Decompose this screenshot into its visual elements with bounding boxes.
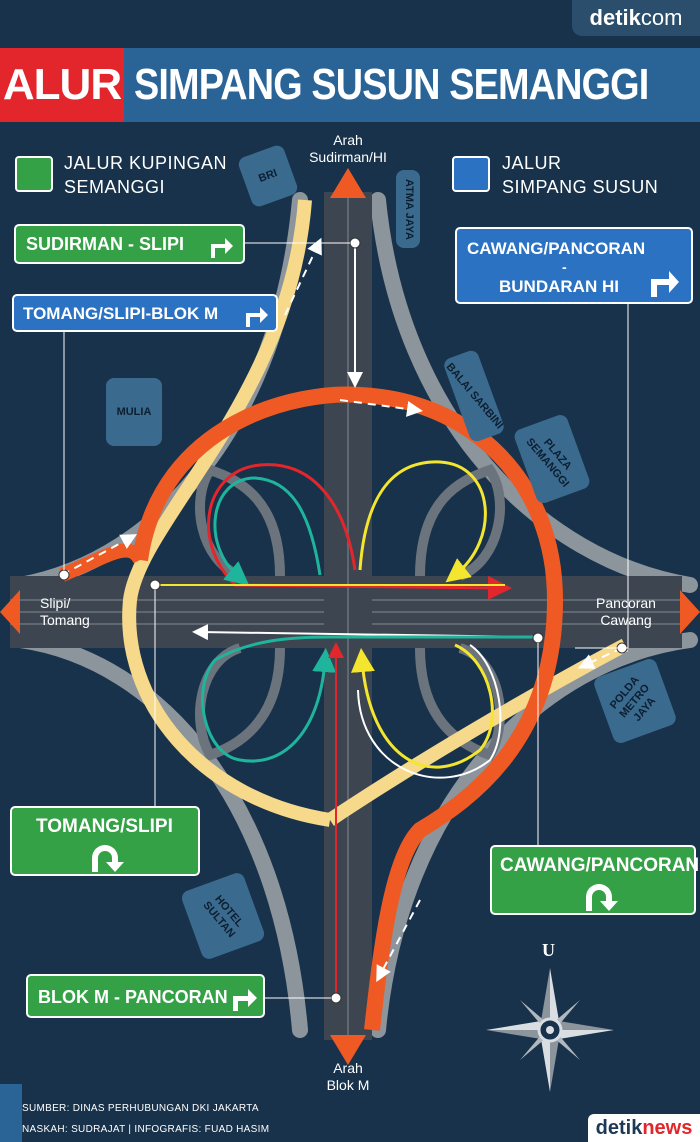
landmark-mulia: MULIA [106, 378, 162, 446]
sign-cawang-pancoran-bundaran: CAWANG/PANCORAN - BUNDARAN HI [455, 227, 693, 304]
detikcom-logo: detikcom [572, 0, 700, 36]
start-point-slipi [149, 579, 161, 591]
flow-arrow-east-entry [577, 647, 623, 669]
route-yellow-se-loop [351, 643, 494, 769]
start-point-cawang [532, 632, 544, 644]
title-highlight: ALUR [0, 48, 124, 122]
turn-right-arrow-icon [211, 238, 233, 258]
ramp-yellow-west [122, 199, 332, 827]
source-credit: SUMBER: DINAS PERHUBUNGAN DKI JAKARTA [22, 1103, 259, 1114]
compass-icon [486, 968, 614, 1092]
footer-accent-bar [0, 1084, 22, 1142]
sign-tomang-slipi-blokm: TOMANG/SLIPI-BLOK M [12, 294, 278, 332]
page-title: SIMPANG SUSUN SEMANGGI [124, 48, 700, 122]
arrow-south [330, 1035, 366, 1065]
u-turn-arrow-icon [92, 845, 124, 872]
direction-west-label: Slipi/Tomang [40, 595, 90, 628]
route-teal-west-loop [213, 476, 322, 586]
sign-tomang-slipi: TOMANG/SLIPI [10, 806, 200, 876]
ramp-orange-west [59, 543, 147, 582]
turn-right-arrow-icon [651, 271, 679, 297]
leader-cawang-bundaran [575, 304, 629, 649]
legend-green-swatch [15, 156, 53, 192]
turn-right-arrow-icon [246, 307, 268, 327]
compass-north-label: U [542, 940, 555, 960]
arrow-north [330, 168, 366, 198]
loop-nw [195, 464, 285, 581]
flow-arrow-ring-south [376, 899, 421, 983]
turn-right-arrow-icon [233, 989, 257, 1011]
detiknews-logo: detiknews [588, 1114, 700, 1142]
legend-blue-swatch [452, 156, 490, 192]
loop-ne [415, 464, 505, 581]
loop-se [415, 643, 505, 762]
leader-lines [63, 242, 629, 999]
start-point-blokm [330, 992, 342, 1004]
route-teal-sw-loop [201, 635, 538, 763]
sign-sudirman-slipi: SUDIRMAN - SLIPI [14, 224, 245, 264]
route-yellow-east-loop [358, 460, 487, 583]
u-turn-arrow-icon [586, 884, 618, 911]
arrow-east [680, 590, 700, 634]
landmark-atma-jaya: ATMA JAYA [396, 170, 420, 248]
sign-blokm-pancoran: BLOK M - PANCORAN [26, 974, 265, 1018]
sign-cawang-pancoran: CAWANG/PANCORAN [490, 845, 699, 915]
start-point-sudirman [349, 237, 361, 249]
author-credit: NASKAH: SUDRAJAT | INFOGRAFIS: FUAD HASI… [22, 1124, 270, 1135]
route-red-west-loop [207, 463, 512, 600]
cloverleaf-loops [195, 464, 505, 762]
arrow-west [0, 590, 20, 634]
ring-orange [132, 386, 564, 1031]
flow-arrow-ring-top [339, 399, 423, 417]
start-point-tomang [58, 569, 70, 581]
route-white-se-loop [357, 644, 502, 779]
loop-sw [195, 643, 285, 762]
